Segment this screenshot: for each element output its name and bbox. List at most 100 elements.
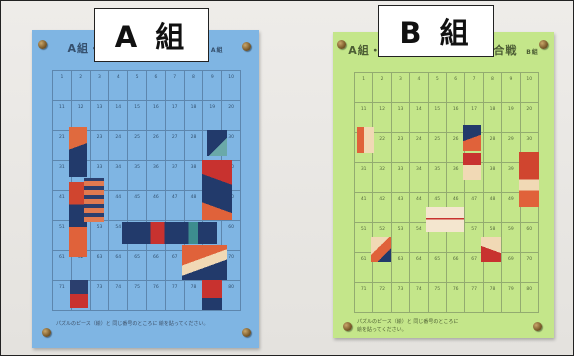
grid-cell-number: 13 xyxy=(96,105,103,110)
grid-cell-number: 48 xyxy=(190,195,197,200)
grid-cell: 19 xyxy=(203,101,223,131)
poster-a-corner: A組 xyxy=(210,47,224,54)
grid-cell: 46 xyxy=(146,191,166,221)
grid-cell-number: 9 xyxy=(509,77,513,82)
grid-cell-number: 61 xyxy=(360,257,367,262)
grid-cell: 60 xyxy=(520,223,539,253)
grid-cell-number: 46 xyxy=(153,195,159,200)
grid-cell-number: 15 xyxy=(434,107,441,112)
grid-cell: 67 xyxy=(465,253,484,283)
grid-cell-number: 3 xyxy=(98,75,101,80)
grid-cell-number: 26 xyxy=(452,137,459,142)
grid-cell: 36 xyxy=(146,161,166,191)
grid-cell-number: 3 xyxy=(399,77,402,82)
grid-cell-number: 67 xyxy=(171,255,178,260)
grid-cell: 43 xyxy=(391,193,411,223)
grid-cell-number: 8 xyxy=(192,75,195,80)
grid-cell-number: 30 xyxy=(228,135,234,140)
grid-cell: 20 xyxy=(222,101,241,131)
grid-cell: 1 xyxy=(355,73,374,103)
grid-cell-number: 59 xyxy=(508,227,514,232)
grid-cell-number: 73 xyxy=(397,287,404,292)
grid-cell-number: 29 xyxy=(508,137,514,142)
picture-tile xyxy=(357,127,374,153)
grid-cell-number: 14 xyxy=(416,107,422,112)
grid-cell: 37 xyxy=(165,161,185,191)
poster-a: A組・B 戦 A組 123456789101112131415161718192… xyxy=(32,30,259,348)
grid-cell: 53 xyxy=(90,221,110,251)
picture-tile xyxy=(426,207,464,232)
picture-tile xyxy=(69,127,87,177)
grid-cell: 38 xyxy=(483,163,503,193)
grid-cell: 24 xyxy=(410,133,429,163)
grid-cell-number: 36 xyxy=(153,165,159,170)
grid-cell: 4 xyxy=(410,73,429,103)
picture-tile xyxy=(84,178,104,222)
grid-cell: 1 xyxy=(53,71,72,101)
poster-b-footnote-line-2: 絵を貼ってください。 xyxy=(357,327,407,333)
grid-cell-number: 41 xyxy=(360,197,367,202)
grid-cell-number: 25 xyxy=(134,135,140,140)
grid-cell-number: 16 xyxy=(153,105,159,110)
grid-cell-number: 44 xyxy=(115,195,122,200)
poster-a-footnote: パズルのピース（絵）と 同じ番号のところに 絵を貼ってください。 xyxy=(56,321,209,327)
grid-cell: 3 xyxy=(391,73,411,103)
grid-cell: 45 xyxy=(128,191,147,221)
grid-cell-number: 18 xyxy=(489,107,496,112)
grid-cell: 12 xyxy=(373,103,392,133)
grid-cell-number: 44 xyxy=(416,197,422,202)
grid-cell: 34 xyxy=(410,163,429,193)
grid-cell-number: 7 xyxy=(173,75,177,80)
grid-cell-number: 73 xyxy=(96,285,103,290)
grid-cell: 44 xyxy=(109,191,129,221)
grid-cell: 32 xyxy=(373,163,392,193)
grid-cell-number: 80 xyxy=(228,285,234,290)
grid-cell: 72 xyxy=(373,283,392,313)
grid-cell: 20 xyxy=(520,103,539,133)
grid-cell-number: 74 xyxy=(416,287,422,292)
grid-cell: 15 xyxy=(128,101,147,131)
grid-cell: 66 xyxy=(446,253,466,283)
grid-cell: 78 xyxy=(184,281,204,311)
grid-cell-number: 53 xyxy=(96,225,103,230)
grid-cell: 35 xyxy=(428,163,447,193)
grid-cell: 47 xyxy=(465,193,484,223)
grid-cell-number: 36 xyxy=(452,167,459,172)
grid-cell: 14 xyxy=(410,103,429,133)
grid-cell: 71 xyxy=(53,281,72,311)
grid-cell-number: 1 xyxy=(362,77,366,82)
grid-cell: 6 xyxy=(146,71,166,101)
grid-cell-number: 10 xyxy=(526,77,533,82)
grid-cell: 8 xyxy=(483,73,503,103)
grid-cell: 38 xyxy=(184,161,204,191)
grid-cell: 63 xyxy=(391,253,411,283)
grid-cell-number: 78 xyxy=(190,285,197,290)
grid-cell: 78 xyxy=(483,283,503,313)
grid-cell: 24 xyxy=(109,131,129,161)
grid-cell: 16 xyxy=(446,103,466,133)
grid-cell-number: 22 xyxy=(379,137,385,142)
grid-cell: 5 xyxy=(128,71,147,101)
grid-cell-number: 48 xyxy=(489,197,496,202)
grid-cell-number: 45 xyxy=(134,195,140,200)
grid-cell: 13 xyxy=(90,101,110,131)
grid-cell: 22 xyxy=(373,133,392,163)
grid-cell-number: 57 xyxy=(471,227,477,232)
grid-cell-number: 65 xyxy=(434,257,441,262)
grid-cell-number: 14 xyxy=(115,105,122,110)
grid-cell: 63 xyxy=(90,251,110,281)
grid-cell: 60 xyxy=(222,221,241,251)
pushpin xyxy=(533,322,542,331)
grid-cell: 49 xyxy=(502,193,521,223)
grid-cell-number: 7 xyxy=(472,77,476,82)
grid-cell-number: 25 xyxy=(434,137,441,142)
grid-cell: 19 xyxy=(502,103,521,133)
grid-cell: 9 xyxy=(203,71,223,101)
grid-cell: 47 xyxy=(165,191,185,221)
grid-cell: 79 xyxy=(502,283,521,313)
grid-cell: 2 xyxy=(71,71,91,101)
grid-cell: 18 xyxy=(184,101,204,131)
grid-cell-number: 35 xyxy=(134,165,140,170)
picture-tile xyxy=(70,280,88,308)
grid-cell-number: 31 xyxy=(360,167,367,172)
